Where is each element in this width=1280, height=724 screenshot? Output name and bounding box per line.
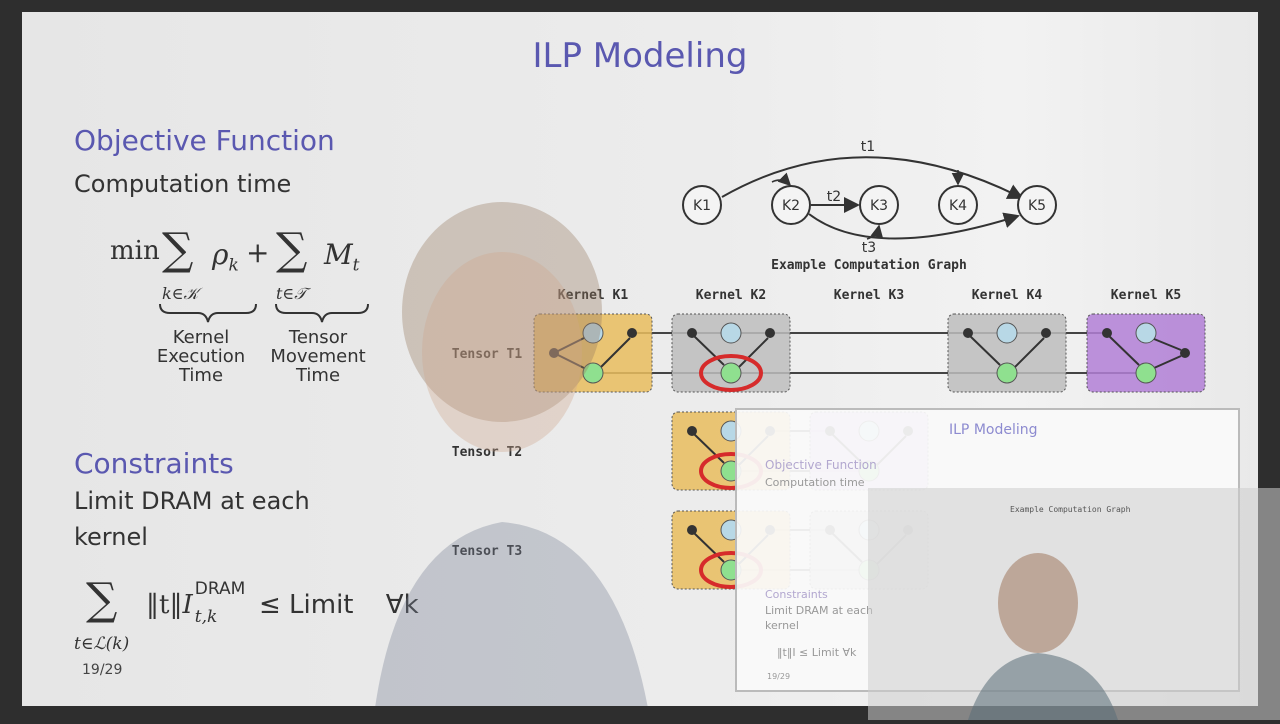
svg-text:K2: K2 [782,198,800,214]
inset-constraints-text-1: Limit DRAM at each [765,604,874,617]
graph-node-k4: K4 [938,185,978,225]
graph-node-k1: K1 [682,185,722,225]
node [1041,328,1051,338]
kernel-box [533,313,653,393]
sum-subscript-1: k∈𝒦 [162,284,199,303]
kernel-header: Kernel K4 [972,288,1043,303]
sum-symbol: ∑ [162,224,194,275]
kernel-header: Kernel K5 [1111,288,1181,303]
objective-text: Computation time [74,170,292,198]
edge-t3-k3 [866,224,884,240]
kernel-box [947,313,1067,393]
constraint-sum-subscript: t∈ℒ(k) [74,634,130,654]
edge-t3 [808,212,1020,240]
edge-label-t1: t1 [861,139,875,155]
constraints-heading: Constraints [74,447,234,480]
plus-sign: + [246,236,270,269]
constraints-text-line1: Limit DRAM at each [74,487,310,515]
slide-title: ILP Modeling [532,36,748,76]
underbraces [159,303,369,323]
sum-subscript-2: t∈𝒯 [276,284,307,303]
inset-page-number: 19/29 [767,672,791,681]
kernel-header: Kernel K3 [834,288,904,303]
tensor-label: Tensor T1 [452,347,523,362]
sum-symbol-2: ∑ [276,224,308,275]
constraints-text-line2: kernel [74,523,148,551]
svg-text:K1: K1 [693,198,711,214]
nested-video-overlay [868,488,1280,720]
tensor-label: Tensor T3 [452,544,522,559]
edge-label-t3: t3 [862,240,876,256]
min-operator: min [110,236,160,266]
inset-objective-heading: Objective Function [765,458,877,472]
graph-node-k5: K5 [1017,185,1057,225]
edge-t1-k2 [771,172,792,187]
graph-node-k3: K3 [859,185,899,225]
edge-label-t2: t2 [827,189,841,205]
inset-objective-text: Computation time [765,476,865,489]
inset-graph-caption: Example Computation Graph [1010,505,1131,514]
graph-caption: Example Computation Graph [771,258,967,273]
tensor-node [582,362,604,384]
objective-heading: Objective Function [74,124,335,157]
svg-text:K5: K5 [1028,198,1046,214]
kernel-header: Kernel K1 [558,288,629,303]
tensor-node [720,362,742,384]
m-term: Mt [324,238,360,276]
tensor-node [1135,362,1157,384]
inset-constraints-heading: Constraints [765,588,828,601]
inset-formula: ‖t‖I ≤ Limit ∀k [777,646,857,659]
svg-text:K3: K3 [870,198,888,214]
tensor-label: Tensor T2 [452,445,522,460]
computation-graph: t1 t2 t3 K1 K2 K3 K4 K5 [682,139,1057,256]
highlight-ring [699,354,763,392]
rho-term: ρk [212,238,239,276]
svg-text:K4: K4 [949,198,967,214]
node [765,328,775,338]
tensor-node [1135,322,1157,344]
nested-presenter-icon [968,553,1118,720]
node [1180,348,1190,358]
page-number: 19/29 [82,662,123,678]
tensor-node [996,322,1018,344]
graph-node-k2: K2 [771,185,811,225]
tensor-node [720,322,742,344]
tensor-node [996,362,1018,384]
kernel-header: Kernel K2 [696,288,766,303]
inset-title: ILP Modeling [949,422,1038,438]
inset-constraints-text-2: kernel [765,619,799,632]
edge-t1 [721,156,1024,199]
tensor-node [582,322,604,344]
objective-formula: min [110,236,160,266]
kernel-box [671,313,791,393]
constraint-sum-symbol: ∑ [86,574,118,625]
kernel-box [1086,313,1206,393]
node [627,328,637,338]
